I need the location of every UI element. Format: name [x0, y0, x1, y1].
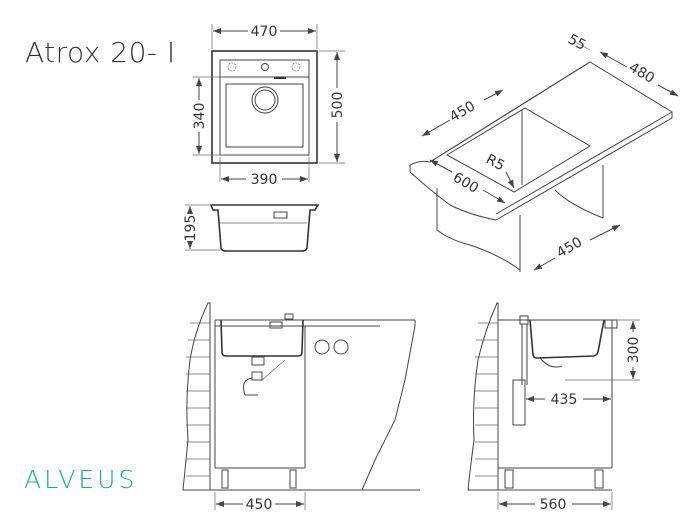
brand-name: ALVEUS: [24, 465, 138, 494]
dim-450-top: 450: [447, 98, 478, 125]
dim-390: 390: [251, 172, 278, 188]
dim-480: 480: [626, 60, 657, 87]
dim-55: 55: [565, 31, 588, 53]
front-install-view: 450: [182, 302, 420, 513]
isometric-view: 55 480 450 R5 600 450: [409, 31, 679, 272]
product-title: Atrox 20- I: [25, 36, 176, 69]
top-view: 470 500 340 390: [192, 24, 346, 188]
dim-500: 500: [330, 92, 346, 119]
dim-195: 195: [183, 215, 199, 242]
dim-340: 340: [192, 103, 208, 130]
brand-logo: ALVEUS: [24, 465, 137, 494]
side-install-view: 300 435 560: [467, 302, 642, 513]
dim-450-cabinet: 450: [554, 234, 585, 261]
dim-560: 560: [540, 497, 567, 513]
dim-435: 435: [551, 392, 578, 408]
dim-600: 600: [450, 170, 481, 197]
dim-300: 300: [626, 337, 642, 364]
section-view: 195: [183, 204, 320, 252]
radius-r5: R5: [483, 151, 507, 174]
dim-450-front: 450: [246, 497, 273, 513]
dim-470: 470: [251, 24, 278, 40]
